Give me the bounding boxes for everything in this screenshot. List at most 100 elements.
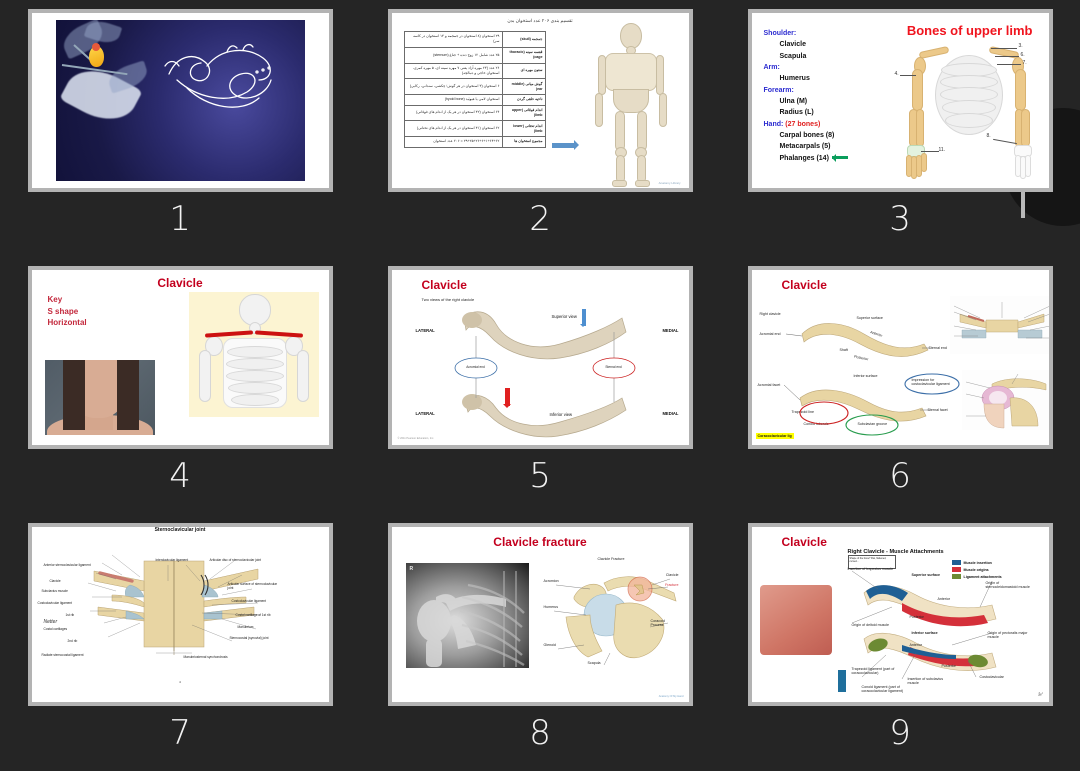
label-glenoid: Glenoid: [543, 643, 556, 647]
label-acromial-facet: Acromial facet: [757, 383, 781, 387]
label-superior-view: Superior view: [551, 314, 577, 319]
legend-swatch-blue: [951, 560, 961, 565]
xray-side-marker: R: [409, 566, 414, 572]
label-inferior-view: Inferior view: [549, 412, 573, 417]
outline-item-carpals: Carpal bones (8): [779, 131, 835, 139]
slide9-shape-note-box: Shape of the bone? Flat, flattened, curv…: [847, 555, 896, 569]
outline-heading-hand-note: (27 bones): [785, 120, 821, 128]
slide-number-6: 6: [889, 456, 911, 496]
legend-item-muscle-insertion: Muscle insertion: [951, 560, 1002, 565]
slide-cell-1: 1: [0, 0, 360, 257]
slide-thumbnail-3[interactable]: Bones of upper limb Shoulder: Clavicle S…: [747, 9, 1053, 192]
clavicle-highlight-right: [254, 330, 303, 338]
row-label: اندام تحتانی (lower limb): [501, 120, 546, 138]
slide8-credit: Anatomy Of My Hand: [658, 695, 684, 698]
label-sternal-end: Sternal end: [593, 358, 635, 378]
callout-6: 6.: [1020, 52, 1025, 58]
callout-7: 7.: [1022, 60, 1027, 66]
row-value: ۶۴ استخوان (۳۲ استخوان در هر یک از اندام…: [403, 104, 503, 122]
label-trapezoid-ligament: Trapezoid ligament (part of coracoclavic…: [851, 667, 895, 676]
label-coracoid: Coracoid Process: [650, 619, 665, 628]
label-inferior-surface: Inferior surface: [853, 374, 878, 378]
slide8-title: Clavicle fracture: [493, 535, 587, 549]
label-clavicle: Clavicle: [49, 579, 61, 583]
blue-down-arrow-icon: [580, 309, 588, 333]
table-row: ستون مهره ای ۲۶ عدد (۲۴ مهره آزاد یعنی ۷…: [403, 62, 546, 80]
slide-thumbnail-1[interactable]: [27, 9, 333, 192]
slide2-credit: Anatomy Library: [658, 181, 681, 185]
slide-page-5: Clavicle Two views of the right clavicle…: [391, 270, 689, 445]
table-row: ناحیه حلقی گردن استخوان لامی یا هیوئید (…: [403, 94, 546, 106]
label-anterior-sternoclavicular-ligament: Anterior sternoclavicular ligament: [43, 563, 91, 567]
row-label: قفسه سینه (thoracic cage): [501, 46, 546, 64]
table-row: مجموع استخوان ها ۲۹+۲۵+۲۶+۶+۱+۶۴+۶۲ = ۲۰…: [403, 136, 546, 148]
row-value: ۲۹ استخوان (۸ استخوان در جمجمه و ۱۴ استخ…: [403, 31, 503, 48]
slide-number-9: 9: [889, 713, 911, 753]
acromial-end-text: Acromial end: [466, 365, 485, 370]
slide-thumbnail-6[interactable]: Clavicle Right clavicle Superior surface…: [747, 266, 1053, 449]
label-1st-rib: 1st rib: [65, 613, 75, 617]
label-medial-top: MEDIAL: [662, 328, 679, 333]
legend-swatch-green: [951, 574, 961, 579]
legend-label: Muscle insertion: [963, 560, 992, 565]
label-shaft: Shaft: [839, 348, 848, 352]
label-costal-cartilage-1st-rib: Costal cartilage of 1st rib: [235, 613, 271, 617]
legend-item-muscle-origins: Muscle origins: [951, 567, 1002, 572]
label-conoid-ligament: Conoid ligament (part of coracoclavicula…: [861, 685, 904, 694]
row-label: گوش میانی (middle ear): [501, 78, 546, 96]
slide3-skeleton-figure: 3. 6. 7. 4. 11. 8.: [894, 33, 1045, 179]
slide-page-9: Clavicle Right Clavicle - Muscle Attachm…: [751, 527, 1049, 702]
callout-3: 3.: [1018, 43, 1023, 49]
shoulder-muscle-image: [759, 585, 832, 655]
slide4-key-points: Key S shape Horizontal: [48, 294, 87, 329]
slide-thumbnail-7[interactable]: Sternoclavicular joint: [27, 523, 333, 706]
label-origin-deltoid: Origin of deltoid muscle: [851, 623, 890, 627]
outline-heading-shoulder: Shoulder:: [763, 30, 797, 37]
slide-thumbnail-5[interactable]: Clavicle Two views of the right clavicle…: [387, 266, 693, 449]
neck-photo: [44, 360, 155, 435]
label-acromion: Acromion: [543, 579, 559, 583]
row-value: ۲۶ عدد (۲۴ مهره آزاد یعنی ۷ مهره سینه ای…: [403, 62, 503, 80]
slide-thumbnail-2[interactable]: تقسیم بندی ۲۰۶ عدد استخوان بدن جمجمه (sk…: [387, 9, 693, 192]
slide9-subtitle: Right Clavicle - Muscle Attachments: [847, 549, 944, 555]
slide-cell-5: Clavicle Two views of the right clavicle…: [360, 257, 720, 514]
row-label: ناحیه حلقی گردن: [501, 94, 546, 106]
row-label: مجموع استخوان ها: [501, 136, 546, 148]
label-impression-costoclavicular: Impression for costoclavicular ligament: [911, 378, 950, 387]
clavicle-fracture-illustration: Clavicle Fracture: [544, 557, 679, 669]
label-posterior-bottom: Posterior: [941, 664, 956, 668]
thorax-skeleton-image: [188, 292, 319, 417]
slide9-clavicle-figure: [851, 570, 996, 680]
label-lateral-top: LATERAL: [415, 328, 435, 333]
row-value: استخوان لامی یا هیوئید (hyoid bone): [403, 94, 503, 106]
label-trapezoid-line: Trapezoid line: [791, 410, 814, 414]
slide-thumbnail-9[interactable]: Clavicle Right Clavicle - Muscle Attachm…: [747, 523, 1053, 706]
slide-page-3: Bones of upper limb Shoulder: Clavicle S…: [751, 13, 1049, 188]
callout-4: 4.: [894, 71, 899, 77]
key-point-key: Key: [47, 295, 63, 304]
slide6-clavicle-figure: [783, 296, 1049, 436]
slide-page-2: تقسیم بندی ۲۰۶ عدد استخوان بدن جمجمه (sk…: [391, 13, 689, 188]
slide9-signature: ∫ₐᵣᵗ: [1038, 691, 1043, 696]
label-acromial-end: Acromial end: [759, 332, 781, 336]
slide6-title: Clavicle: [781, 278, 827, 292]
outline-heading-forearm: Forearm:: [763, 86, 794, 94]
outline-heading-arm: Arm:: [763, 63, 780, 71]
label-posterior-top: Posterior: [909, 615, 924, 619]
row-value: ۲۵ عدد شامل ۱۲ زوج دنده + جناغ (sternum): [403, 46, 503, 64]
label-anterior-top: Anterior: [937, 597, 951, 601]
row-label: اندام فوقانی (upper limb): [501, 104, 546, 122]
outline-heading-hand-row: Hand: (27 bones): [764, 119, 848, 130]
label-acromial-end: Acromial end: [455, 358, 497, 378]
slide-thumbnail-4[interactable]: Clavicle Key S shape Horizontal: [27, 266, 333, 449]
clavicle-xray-image: R: [405, 563, 529, 668]
illustration-title: Clavicle Fracture: [597, 557, 625, 561]
slide3-title: Bones of upper limb: [906, 23, 1033, 38]
label-lateral-bottom: LATERAL: [415, 411, 435, 416]
slide7-signature: Netter: [43, 619, 58, 625]
slide-thumbnail-8[interactable]: Clavicle fracture R: [387, 523, 693, 706]
row-value: ۶۲ استخوان (۳۱ استخوان در هر یک از اندام…: [403, 120, 503, 138]
slide-cell-8: Clavicle fracture R: [360, 514, 720, 771]
